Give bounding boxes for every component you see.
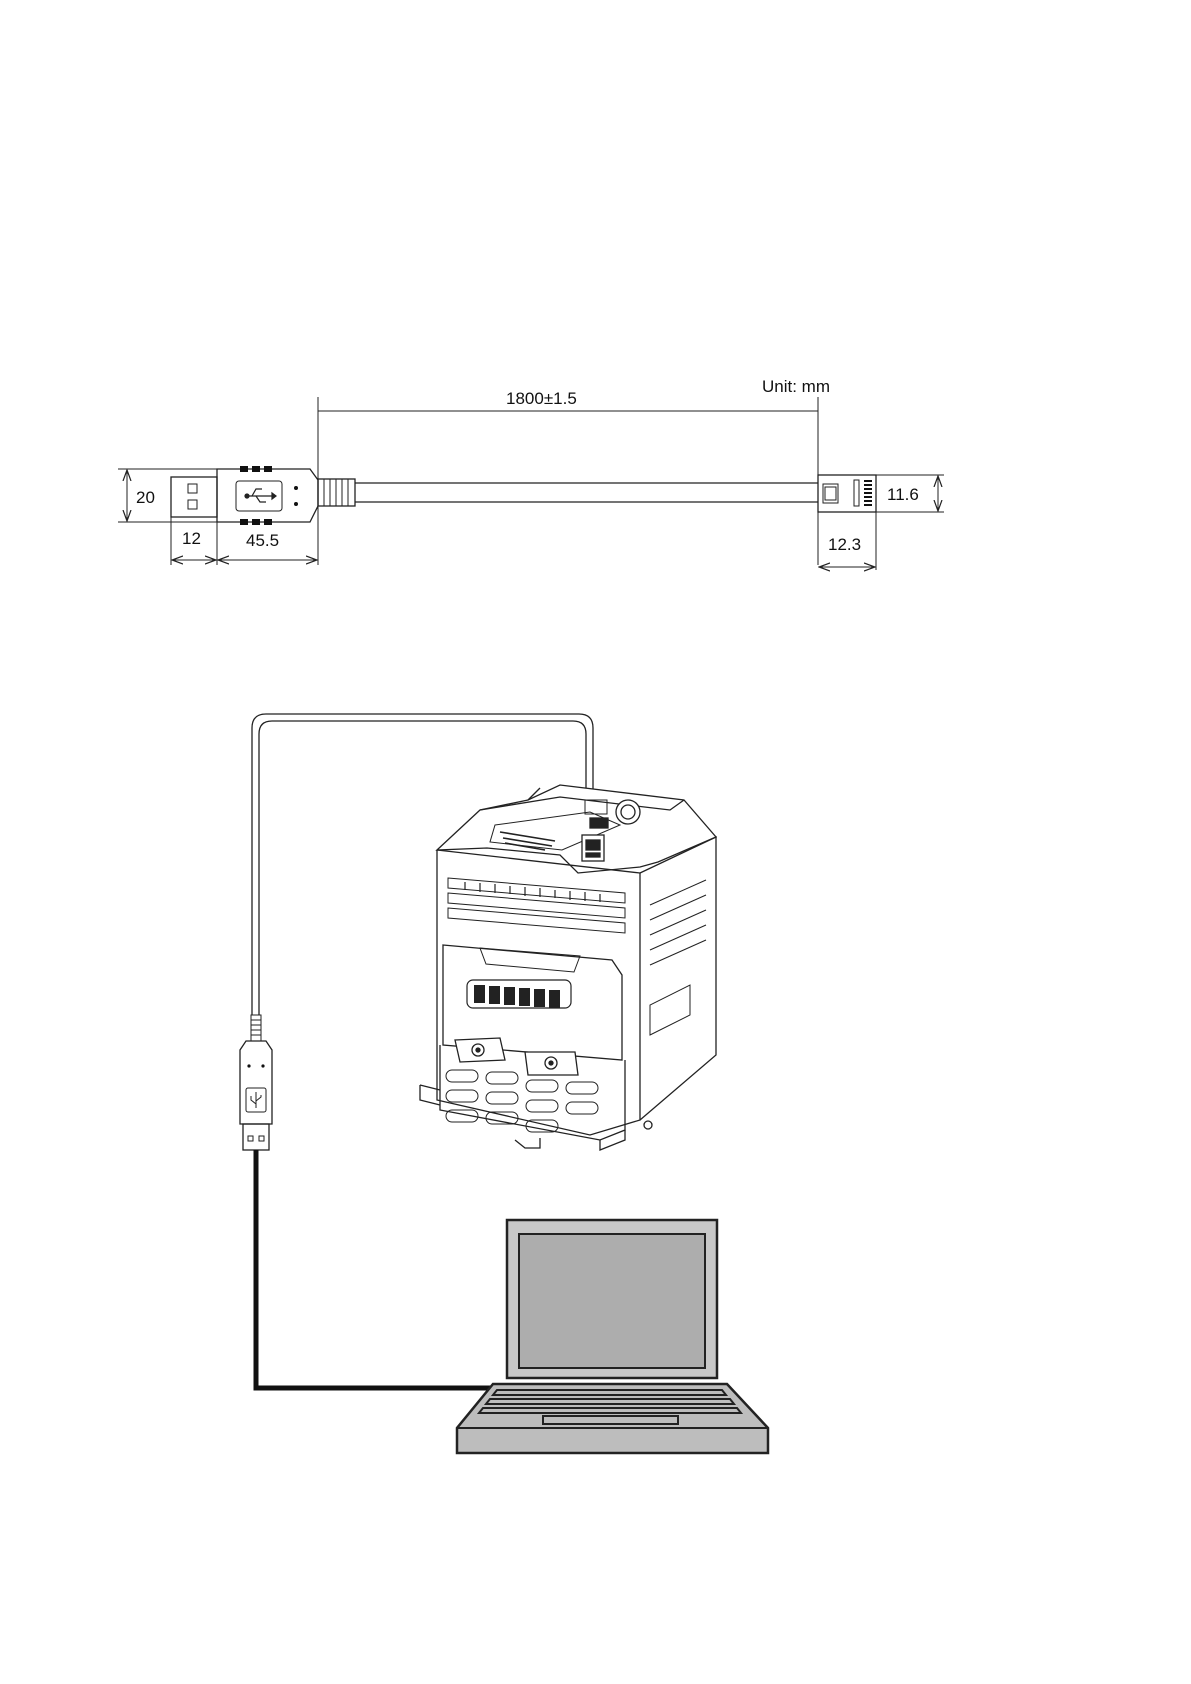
rj-height-value: 11.6 (887, 485, 919, 504)
usb-plug-drawing (171, 466, 355, 525)
usb-height-value: 20 (136, 488, 155, 507)
usb-plug-length-value: 12 (182, 529, 201, 548)
usb-cable-to-laptop (256, 1150, 493, 1388)
rj-height-dimension: 11.6 (876, 475, 944, 512)
rj-length-dimension: 12.3 (819, 512, 876, 570)
drive-unit (420, 785, 716, 1150)
cable-dimension-drawing: Unit: mm 1800±1.5 (118, 377, 944, 570)
usb-body-length-value: 45.5 (246, 531, 279, 550)
usb-plug-icon (240, 1015, 272, 1150)
usb-logo-icon (245, 489, 276, 502)
length-dimension: 1800±1.5 (318, 389, 818, 565)
length-value: 1800±1.5 (506, 389, 577, 408)
cable-line (355, 483, 818, 502)
usb-symbol-icon (251, 1092, 261, 1108)
laptop (457, 1220, 768, 1453)
unit-label: Unit: mm (762, 377, 830, 396)
usb-length-dimensions: 12 45.5 (171, 506, 318, 565)
laptop-screen (519, 1234, 705, 1368)
connection-illustration (240, 714, 768, 1453)
laptop-touchpad (543, 1416, 678, 1424)
laptop-keyboard (479, 1390, 741, 1413)
rj-length-value: 12.3 (828, 535, 861, 554)
usb-cable-route (252, 714, 593, 1015)
rj-connector-drawing (818, 475, 876, 512)
